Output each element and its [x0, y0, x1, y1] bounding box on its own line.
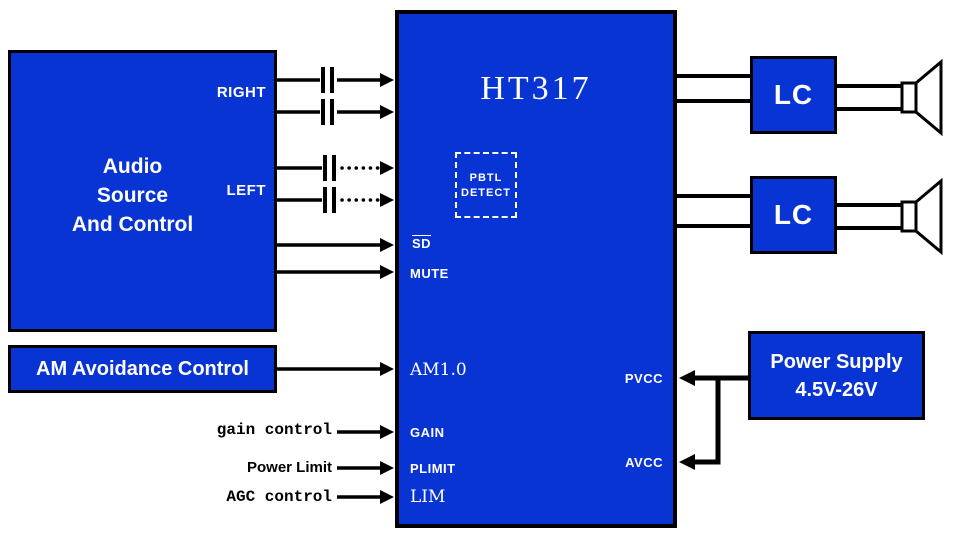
capacitor-icons: [321, 67, 336, 213]
left-channel-label: LEFT: [226, 182, 266, 199]
lc-filter-block-2: LC: [750, 176, 837, 254]
output-wires: [677, 74, 903, 230]
power-supply-label-line2: 4.5V-26V: [795, 378, 878, 401]
pin-pvcc: PVCC: [624, 371, 663, 386]
gain-control-label: gain control: [216, 421, 332, 439]
pin-am10: AM1.0: [410, 360, 467, 380]
right-channel-label: RIGHT: [216, 84, 266, 101]
pin-lim: LIM: [410, 487, 446, 507]
pin-mute: MUTE: [410, 266, 449, 281]
speaker-icon: [900, 58, 943, 137]
am-avoidance-block: AM Avoidance Control: [8, 345, 277, 393]
am-avoidance-label: AM Avoidance Control: [36, 357, 249, 380]
power-wires: [693, 375, 748, 465]
audio-source-label-line1: Audio: [102, 155, 163, 178]
input-signal-wires: [275, 78, 382, 499]
chip-title: HT317: [480, 70, 592, 107]
left-channel-dotted-wires: [340, 166, 382, 202]
pbtl-detect-box: PBTL DETECT: [455, 152, 517, 218]
audio-source-label-line2: Source: [96, 184, 169, 207]
audio-source-label: Audio Source And Control: [11, 152, 254, 239]
lc1-label: LC: [773, 79, 814, 110]
input-arrowhead-icons: [380, 73, 394, 504]
audio-source-label-line3: And Control: [71, 213, 194, 236]
lc-filter-block-1: LC: [750, 56, 837, 134]
power-supply-label-line1: Power Supply: [770, 350, 903, 373]
pbtl-label-line1: PBTL: [469, 171, 503, 184]
audio-source-block: Audio Source And Control RIGHT LEFT: [8, 50, 277, 332]
pbtl-label-line2: DETECT: [461, 186, 511, 199]
power-limit-label: Power Limit: [246, 459, 332, 476]
ht317-chip-block: HT317 PBTL DETECT SD MUTE AM1.0 GAIN PLI…: [395, 10, 677, 528]
pin-sd: SD: [412, 236, 432, 251]
pin-avcc: AVCC: [625, 455, 663, 470]
lc2-label: LC: [773, 199, 814, 230]
pin-gain: GAIN: [410, 425, 445, 440]
agc-control-label: AGC control: [226, 488, 332, 506]
power-supply-block: Power Supply 4.5V-26V: [748, 331, 925, 420]
power-arrowhead-icons: [679, 370, 695, 470]
speaker-icon: [900, 177, 943, 256]
pin-plimit: PLIMIT: [410, 461, 456, 476]
